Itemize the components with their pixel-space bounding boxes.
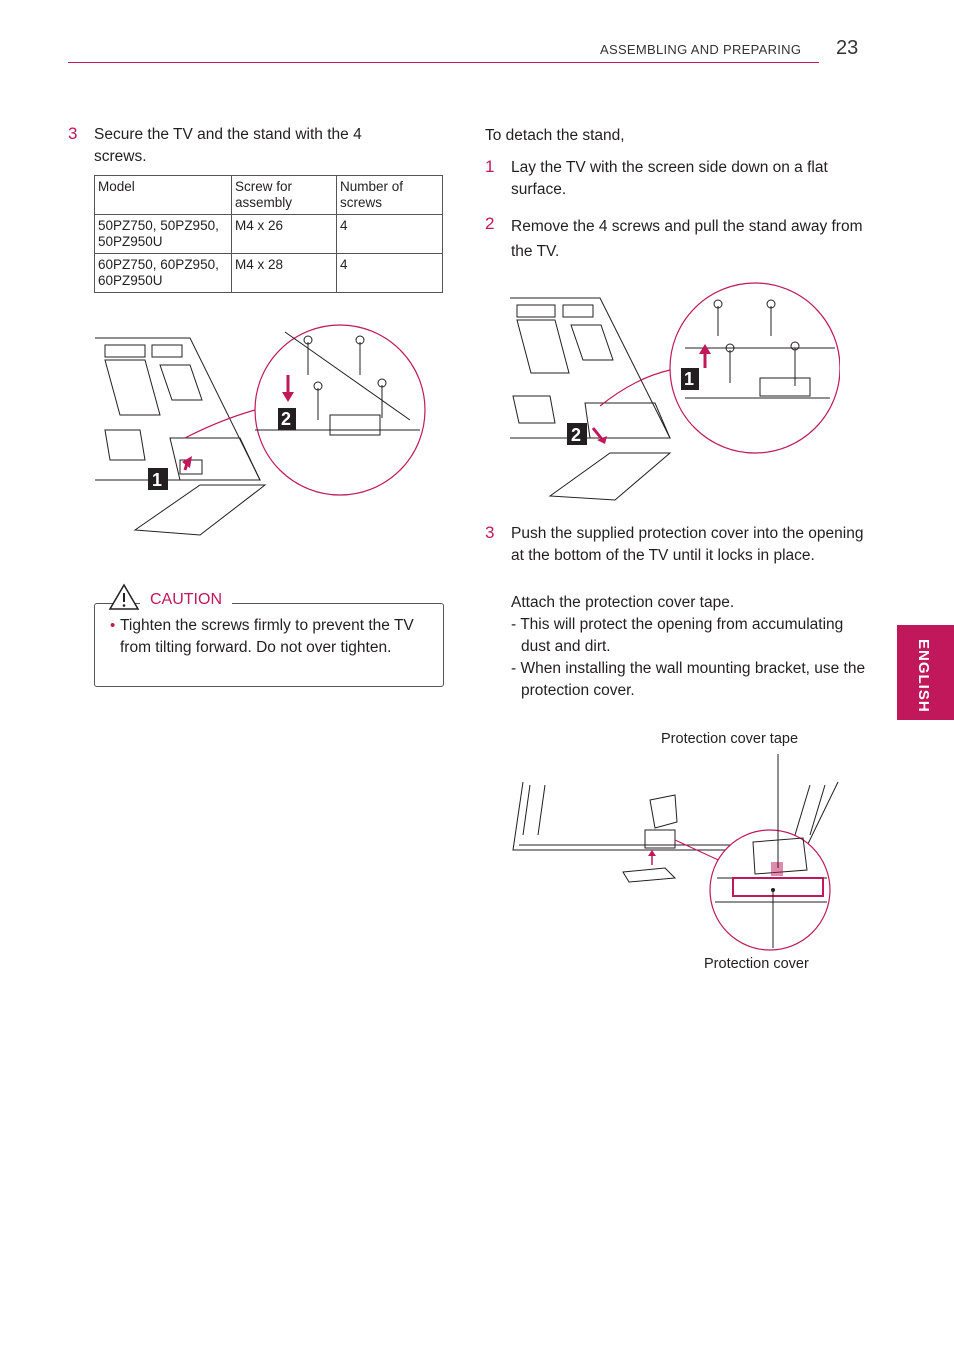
caution-box <box>94 603 444 687</box>
figure1-marker-2: 2 <box>278 408 296 430</box>
table-cell-screw: M4 x 26 <box>231 214 337 254</box>
detail-callout-circle <box>670 283 840 453</box>
figure1-marker-1-text: 1 <box>152 470 162 490</box>
right-step1-number: 1 <box>485 157 495 176</box>
figure2-marker-1: 1 <box>681 368 699 390</box>
right-step3-sub1: - This will protect the opening from acc… <box>511 616 844 655</box>
left-step3-number: 3 <box>68 124 78 143</box>
right-step3-note: Attach the protection cover tape. <box>511 594 735 611</box>
caution-title: CAUTION <box>140 591 232 609</box>
right-step2-number: 2 <box>485 214 495 233</box>
right-step3-number: 3 <box>485 523 495 542</box>
figure2-marker-1-text: 1 <box>684 369 694 389</box>
left-step3-text: Secure the TV and the stand with the 4 s… <box>94 126 362 165</box>
table-cell-count: 4 <box>336 214 443 254</box>
language-tab: ENGLISH <box>897 625 954 720</box>
table-cell-model: 50PZ750, 50PZ950, 50PZ950U <box>94 214 232 254</box>
protection-cover-label: Protection cover <box>704 956 809 972</box>
warning-icon <box>108 583 140 611</box>
figure2-marker-2: 2 <box>567 423 587 445</box>
detach-intro: To detach the stand, <box>485 127 625 144</box>
protection-cover-tape-label: Protection cover tape <box>661 731 799 747</box>
caution-text: Tighten the screws firmly to prevent the… <box>120 617 414 656</box>
right-step1-text: Lay the TV with the screen side down on … <box>511 159 828 198</box>
table-cell-count: 4 <box>336 253 443 293</box>
detail-callout-circle <box>255 325 425 495</box>
table-row: 60PZ750, 60PZ950, 60PZ950U M4 x 28 4 <box>94 253 443 293</box>
table-header-row: Model Screw for assembly Number of screw… <box>94 175 443 215</box>
language-tab-label: ENGLISH <box>915 639 932 713</box>
section-title: ASSEMBLING AND PREPARING <box>600 42 802 57</box>
table-header-cell: Model <box>94 175 232 215</box>
right-step3-sub2: - When installing the wall mounting brac… <box>511 660 866 699</box>
table-cell-screw: M4 x 28 <box>231 253 337 293</box>
table-header-cell: Number of screws <box>336 175 443 215</box>
figure1-marker-2-text: 2 <box>281 409 291 429</box>
attach-stand-illustration: 1 2 <box>90 320 430 540</box>
caution-bullet: • <box>110 617 116 634</box>
table-row: 50PZ750, 50PZ950, 50PZ950U M4 x 26 4 <box>94 214 443 254</box>
table-header-cell: Screw for assembly <box>231 175 337 215</box>
figure2-marker-2-text: 2 <box>571 425 581 445</box>
detail-callout-circle <box>710 830 830 950</box>
table-cell-model: 60PZ750, 60PZ950, 60PZ950U <box>94 253 232 293</box>
page-number: 23 <box>836 37 859 59</box>
protection-cover-illustration <box>505 750 845 955</box>
figure1-marker-1: 1 <box>148 468 168 490</box>
screw-spec-table: Model Screw for assembly Number of screw… <box>94 175 443 293</box>
right-step2-text: Remove the 4 screws and pull the stand a… <box>511 218 863 260</box>
detach-stand-illustration: 2 1 <box>505 278 840 503</box>
right-step3-text: Push the supplied protection cover into … <box>511 525 864 564</box>
header-divider <box>68 62 819 63</box>
